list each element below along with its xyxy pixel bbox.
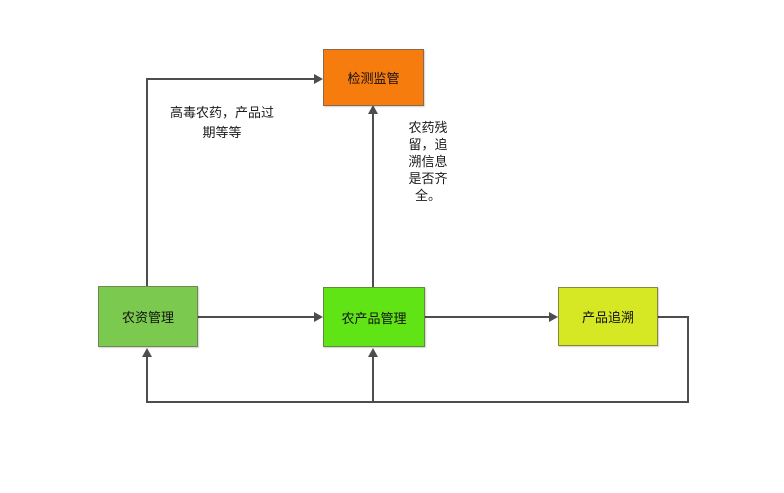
arrowhead-into-traceability-left xyxy=(549,312,558,322)
edge-label-toxic-pesticide-note: 高毒农药，产品过 期等等 xyxy=(169,106,274,141)
node-agri-input-management-label: 农资管理 xyxy=(121,311,174,326)
node-agri-product-management: 农产品管理 xyxy=(323,287,425,347)
connector-feedback-out-of-traceability xyxy=(658,316,689,318)
connector-inputs-to-products xyxy=(198,316,315,318)
connector-feedback-right-vertical xyxy=(687,316,689,403)
arrowhead-into-products-bottom xyxy=(368,348,378,357)
connector-feedback-bottom-horizontal xyxy=(146,401,689,403)
connector-feedback-up-to-inputs xyxy=(146,356,148,403)
arrowhead-into-inspection-left xyxy=(314,74,323,84)
node-inspection-supervision: 检测监管 xyxy=(323,49,424,106)
node-inspection-supervision-label: 检测监管 xyxy=(347,72,400,87)
node-product-traceability: 产品追溯 xyxy=(558,287,658,346)
arrowhead-into-inputs-bottom xyxy=(142,348,152,357)
arrowhead-into-products-left xyxy=(314,312,323,322)
connector-inputs-to-inspection-vertical xyxy=(146,78,148,287)
node-agri-input-management: 农资管理 xyxy=(98,286,198,347)
edge-label-residue-trace-note: 农药残 留，追 溯信息 是否齐 全。 xyxy=(408,121,448,204)
node-product-traceability-label: 产品追溯 xyxy=(581,311,634,326)
connector-products-to-traceability xyxy=(425,316,550,318)
connector-inputs-to-inspection-horizontal xyxy=(146,78,315,80)
connector-feedback-up-to-products xyxy=(372,356,374,403)
connector-products-to-inspection-vertical xyxy=(372,113,374,287)
arrowhead-into-inspection-bottom xyxy=(368,105,378,114)
node-agri-product-management-label: 农产品管理 xyxy=(341,311,407,327)
